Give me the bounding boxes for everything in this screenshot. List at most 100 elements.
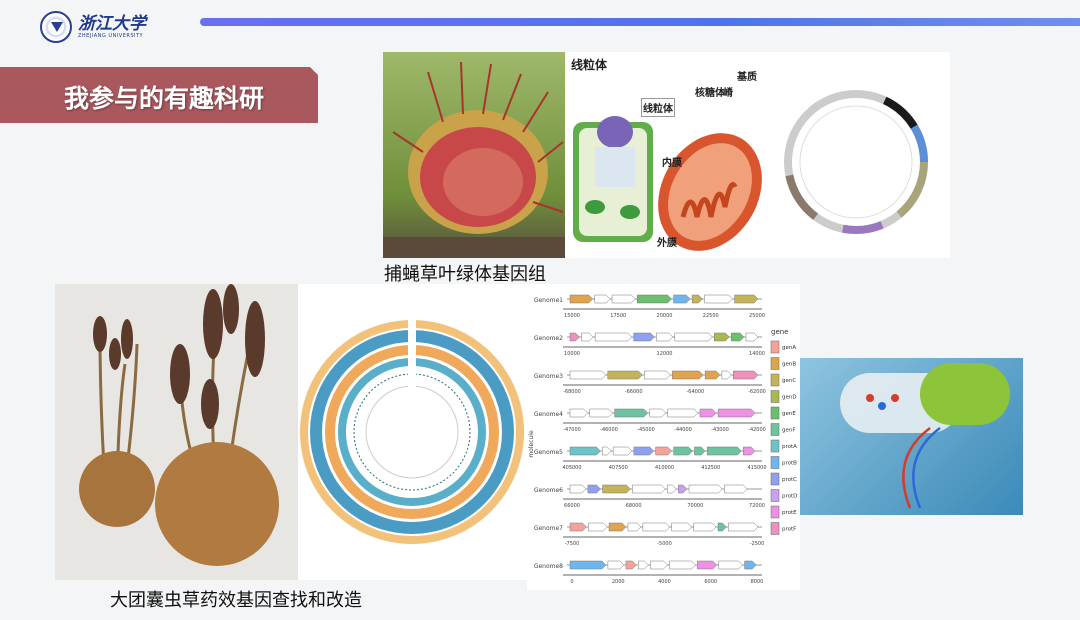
gene-arrow [667,408,699,418]
legend-swatch [770,373,780,387]
tick-label: -68000 [563,389,581,395]
genome-label: Genome4 [534,411,563,418]
mitochondria-diagram: 线粒体 线粒体 核糖体 嵴 基质 内膜 外膜 [565,52,763,258]
gene-arrow [678,484,688,494]
legend-label: genC [782,378,796,384]
gene-arrow [587,484,601,494]
genome-label: Genome8 [534,563,563,570]
tick-label: 407500 [609,465,628,471]
matrix-label: 基质 [737,72,757,83]
gene-arrow [602,484,631,494]
cordyceps-image [55,284,298,580]
tick-label: 4000 [658,579,671,585]
cell-mito-label: 线粒体 [641,98,675,117]
tick-label: -42000 [748,427,766,433]
inner-membrane-label: 内膜 [662,158,682,169]
gene-arrow [588,522,608,532]
gene-arrow [569,294,594,304]
gene-arrow [734,294,759,304]
gene-arrow [569,446,601,456]
gene-arrow [642,522,670,532]
caption-flytrap: 捕蝇草叶绿体基因组 [384,264,546,285]
gene-arrow [607,560,625,570]
legend-label: genE [782,411,796,417]
gene-arrow [612,446,633,456]
tick-label: 72000 [749,503,765,509]
gene-arrow [581,332,594,342]
gene-arrow [721,370,732,380]
circular-genome-map [763,52,950,258]
gene-arrow [569,560,607,570]
capsule-dna-image [800,358,1023,515]
tick-label: -5000 [657,541,672,547]
tick-label: 14000 [749,351,765,357]
header-bar [200,18,1080,26]
gene-arrow [607,370,643,380]
gene-arrow [731,332,745,342]
gene-arrow [693,522,717,532]
legend-swatch [770,439,780,453]
gene-arrow [697,560,718,570]
tick-label: 12000 [657,351,673,357]
gene-arrow [627,522,642,532]
legend-swatch [770,390,780,403]
tick-label: 17500 [610,313,626,319]
gene-arrow [733,370,759,380]
tick-label: 410000 [655,465,674,471]
tick-label: -45000 [637,427,655,433]
legend-swatch [770,406,780,420]
caption-cordyceps: 大团囊虫草药效基因查找和改造 [110,590,362,611]
tick-label: -2500 [750,541,765,547]
mito-title: 线粒体 [571,58,608,72]
tick-label: 405000 [562,465,581,471]
tick-label: -46000 [600,427,618,433]
tick-label: -66000 [625,389,643,395]
gene-arrow [569,484,587,494]
gene-arrow [611,294,636,304]
gene-arrow [636,294,672,304]
gene-arrow [569,408,589,418]
gene-arrow [594,294,611,304]
genome-label: Genome5 [534,449,563,456]
gene-arrow [614,408,649,418]
gene-arrow [728,522,759,532]
gene-arrow [569,332,580,342]
gene-arrow [667,484,677,494]
legend-label: genA [782,345,796,351]
gene-arrow [744,560,757,570]
gene-arrow [602,446,612,456]
gene-arrow [569,370,607,380]
tick-label: -62000 [748,389,766,395]
legend-swatch [770,472,780,486]
cristae-label: 嵴 [723,88,733,99]
legend-title: gene [771,328,789,336]
gene-arrow [717,408,756,418]
gene-arrow [743,446,756,456]
legend-label: protC [782,477,797,483]
genome-label: Genome3 [534,373,563,380]
tick-label: 68000 [626,503,642,509]
gene-arrow [632,484,666,494]
legend-label: protE [782,510,797,516]
gene-arrow [674,332,713,342]
tick-label: 15000 [564,313,580,319]
genome-label: Genome6 [534,487,563,494]
gene-arrow [650,560,668,570]
university-logo: 浙江大学 ZHEJIANG UNIVERSITY [40,10,170,44]
gene-arrow [633,332,655,342]
legend-swatch [770,340,780,354]
gene-arrow [724,484,748,494]
legend-label: protB [782,461,797,467]
genome-label: Genome2 [534,335,563,342]
gene-arrow [656,332,674,342]
gene-arrow [714,332,730,342]
legend-label: protD [782,494,797,500]
logo-english: ZHEJIANG UNIVERSITY [78,33,144,39]
gene-arrow [672,370,704,380]
slide-title: 我参与的有趣科研 [64,84,265,113]
gene-arrow [644,370,671,380]
legend-label: genB [782,362,796,368]
tick-label: 70000 [687,503,703,509]
legend-label: protF [782,527,796,533]
